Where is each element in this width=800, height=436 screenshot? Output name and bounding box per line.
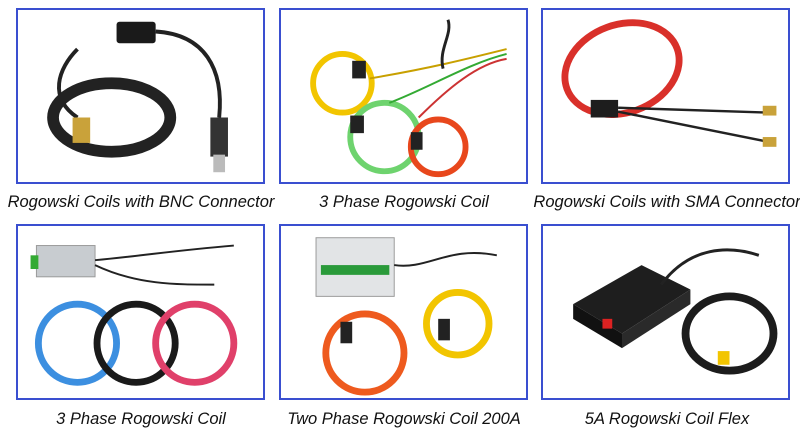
product-card-sma[interactable]	[541, 8, 790, 184]
product-card-5a[interactable]	[541, 224, 790, 400]
product-image	[310, 19, 507, 178]
product-image	[561, 19, 777, 147]
product-card-3phase-2[interactable]	[16, 224, 265, 400]
product-caption: Rogowski Coils with BNC Connector	[7, 193, 275, 211]
product-card-3phase[interactable]	[279, 8, 528, 184]
product-image	[30, 244, 238, 386]
product-image	[573, 248, 778, 375]
product-card-2phase[interactable]	[279, 224, 528, 400]
product-card-bnc[interactable]	[16, 8, 265, 184]
product-caption: Rogowski Coils with SMA Connector	[533, 193, 800, 211]
product-caption: 3 Phase Rogowski Coil	[319, 193, 489, 211]
product-image	[315, 237, 498, 396]
product-image	[47, 21, 228, 173]
product-caption: 5A Rogowski Coil Flex	[584, 410, 750, 428]
product-caption: 3 Phase Rogowski Coil	[56, 410, 226, 428]
product-caption: Two Phase Rogowski Coil 200A	[287, 410, 521, 428]
